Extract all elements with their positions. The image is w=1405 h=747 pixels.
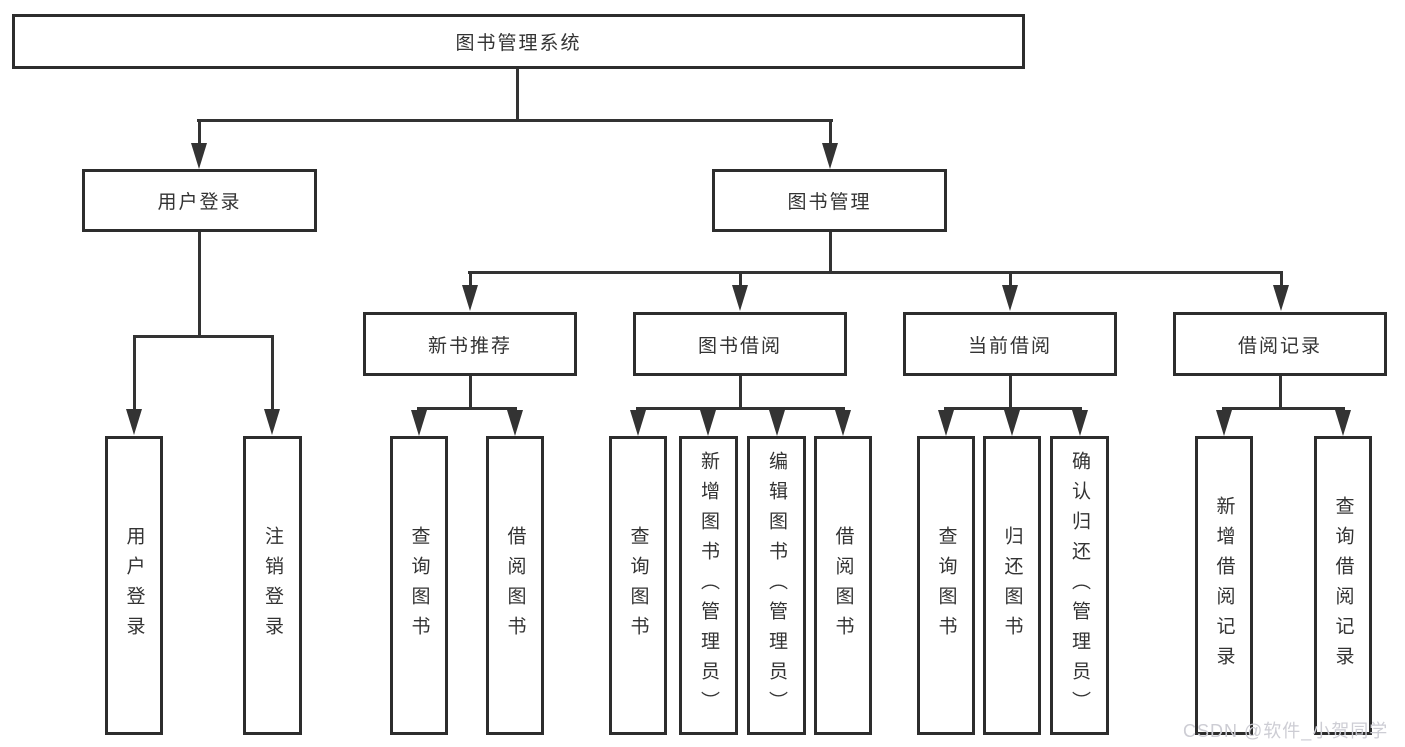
arrow-to-bb-add bbox=[700, 410, 716, 436]
connector-bookborrow-stem bbox=[739, 271, 742, 289]
node-bb-borrow-books: 借阅图书 bbox=[814, 436, 872, 735]
connector-root-stem bbox=[516, 69, 519, 121]
node-user-login-leaf: 用户登录 bbox=[105, 436, 163, 735]
node-book-mgmt-label: 图书管理 bbox=[787, 192, 872, 213]
node-logout-leaf-label: 注销登录 bbox=[262, 525, 283, 646]
node-cb-return-books-label: 归还图书 bbox=[1001, 525, 1023, 646]
node-cb-confirm-return-label: 确认归还（管理员） bbox=[1069, 450, 1090, 721]
node-borrow-records: 借阅记录 bbox=[1173, 312, 1387, 376]
node-book-mgmt: 图书管理 bbox=[712, 169, 947, 232]
arrow-to-book-borrow bbox=[732, 285, 748, 311]
node-borrow-records-label: 借阅记录 bbox=[1237, 335, 1322, 357]
node-user-login-leaf-label: 用户登录 bbox=[123, 525, 145, 646]
node-br-query-record-label: 查询借阅记录 bbox=[1332, 495, 1354, 676]
connector-userlogin-down bbox=[198, 232, 201, 338]
node-current-borrow: 当前借阅 bbox=[903, 312, 1117, 376]
arrow-to-book-mgmt bbox=[822, 143, 838, 169]
node-bb-add-books: 新增图书（管理员） bbox=[679, 436, 738, 735]
node-root-label: 图书管理系统 bbox=[455, 33, 582, 54]
node-bb-query-books-label: 查询图书 bbox=[627, 525, 649, 646]
node-bb-add-books-label: 新增图书（管理员） bbox=[698, 450, 719, 721]
node-br-add-record: 新增借阅记录 bbox=[1195, 436, 1253, 735]
arrow-to-cb-query bbox=[938, 410, 954, 436]
arrow-to-new-books bbox=[462, 285, 478, 311]
csdn-watermark: CSDN @软件_小贺同学 bbox=[1183, 721, 1389, 741]
node-cb-confirm-return: 确认归还（管理员） bbox=[1050, 436, 1109, 735]
node-bb-borrow-books-label: 借阅图书 bbox=[832, 525, 854, 646]
connector-level2-bar bbox=[197, 119, 833, 122]
node-nb-query-books: 查询图书 bbox=[390, 436, 448, 735]
node-book-borrow-label: 图书借阅 bbox=[697, 335, 782, 357]
arrow-to-borrow-records bbox=[1273, 285, 1289, 311]
node-br-query-record: 查询借阅记录 bbox=[1314, 436, 1372, 735]
node-new-books-label: 新书推荐 bbox=[427, 335, 512, 357]
connector-newbooks-stem bbox=[469, 271, 472, 289]
node-logout-leaf: 注销登录 bbox=[243, 436, 302, 735]
arrow-to-current-borrow bbox=[1002, 285, 1018, 311]
node-bb-query-books: 查询图书 bbox=[609, 436, 667, 735]
connector-bookborrow-down bbox=[739, 376, 742, 410]
arrow-to-nb-query bbox=[411, 410, 427, 436]
node-user-login-label: 用户登录 bbox=[157, 192, 242, 213]
arrow-to-br-query bbox=[1335, 410, 1351, 436]
connector-newbooks-down bbox=[469, 376, 472, 410]
connector-bookmgmt-down bbox=[829, 232, 832, 274]
node-nb-borrow-books: 借阅图书 bbox=[486, 436, 544, 735]
arrow-to-bb-borrow bbox=[835, 410, 851, 436]
connector-userlogin-bar bbox=[133, 335, 274, 338]
connector-currentborrow-down bbox=[1009, 376, 1012, 410]
connector-level3-bar bbox=[468, 271, 1283, 274]
connector-currentborrow-stem bbox=[1009, 271, 1012, 289]
node-nb-borrow-books-label: 借阅图书 bbox=[504, 525, 526, 646]
connector-records-down bbox=[1279, 376, 1282, 410]
node-cb-query-books-label: 查询图书 bbox=[935, 525, 957, 646]
connector-records-stem bbox=[1280, 271, 1283, 289]
arrow-to-user-login bbox=[191, 143, 207, 169]
node-cb-query-books: 查询图书 bbox=[917, 436, 975, 735]
node-br-add-record-label: 新增借阅记录 bbox=[1213, 495, 1235, 676]
node-nb-query-books-label: 查询图书 bbox=[408, 525, 430, 646]
arrow-to-br-add bbox=[1216, 410, 1232, 436]
arrow-to-cb-confirm bbox=[1072, 410, 1088, 436]
node-new-books: 新书推荐 bbox=[363, 312, 577, 376]
connector-bookborrow-bar bbox=[636, 407, 845, 410]
connector-userlogin-stem bbox=[198, 119, 201, 147]
node-bb-edit-books: 编辑图书（管理员） bbox=[747, 436, 806, 735]
node-current-borrow-label: 当前借阅 bbox=[967, 335, 1052, 357]
node-book-borrow: 图书借阅 bbox=[633, 312, 847, 376]
connector-userloginleaf-stem bbox=[133, 335, 136, 411]
node-cb-return-books: 归还图书 bbox=[983, 436, 1041, 735]
connector-records-bar bbox=[1222, 407, 1345, 410]
arrow-to-user-login-leaf bbox=[126, 409, 142, 435]
arrow-to-bb-edit bbox=[769, 410, 785, 436]
node-root-library-system: 图书管理系统 bbox=[12, 14, 1025, 69]
connector-newbooks-bar bbox=[417, 407, 517, 410]
connector-bookmgmt-stem bbox=[829, 119, 832, 147]
node-bb-edit-books-label: 编辑图书（管理员） bbox=[766, 450, 787, 721]
arrow-to-logout-leaf bbox=[264, 409, 280, 435]
connector-logoutleaf-stem bbox=[271, 335, 274, 411]
arrow-to-nb-borrow bbox=[507, 410, 523, 436]
arrow-to-cb-return bbox=[1004, 410, 1020, 436]
node-user-login: 用户登录 bbox=[82, 169, 317, 232]
arrow-to-bb-query bbox=[630, 410, 646, 436]
